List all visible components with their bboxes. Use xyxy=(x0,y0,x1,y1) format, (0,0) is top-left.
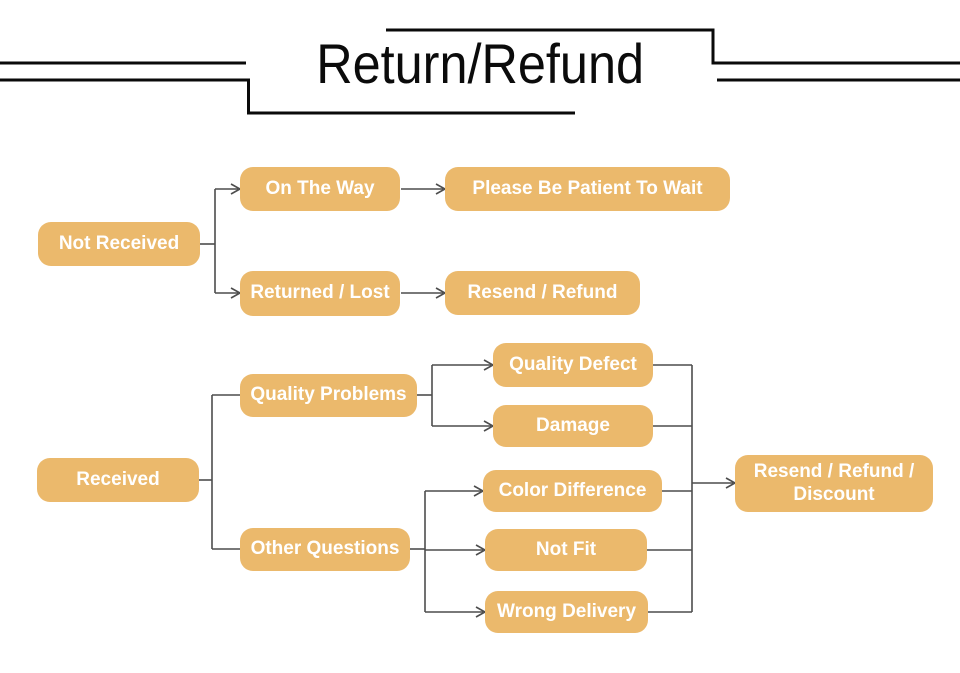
node-wrong-delivery: Wrong Delivery xyxy=(485,591,648,633)
node-resend-refund: Resend / Refund xyxy=(445,271,640,315)
node-received: Received xyxy=(37,458,199,502)
node-not-fit: Not Fit xyxy=(485,529,647,571)
node-resend-refund-discount: Resend / Refund / Discount xyxy=(735,455,933,512)
node-color-difference: Color Difference xyxy=(483,470,662,512)
page-title: Return/Refund xyxy=(316,31,644,95)
title-decoration-lines xyxy=(0,28,960,115)
node-quality-defect: Quality Defect xyxy=(493,343,653,387)
node-not-received: Not Received xyxy=(38,222,200,266)
connector-lines xyxy=(199,188,733,613)
node-on-the-way: On The Way xyxy=(240,167,400,211)
node-please-be-patient-to-wait: Please Be Patient To Wait xyxy=(445,167,730,211)
node-other-questions: Other Questions xyxy=(240,528,410,571)
node-returned-lost: Returned / Lost xyxy=(240,271,400,316)
node-damage: Damage xyxy=(493,405,653,447)
node-quality-problems: Quality Problems xyxy=(240,374,417,417)
